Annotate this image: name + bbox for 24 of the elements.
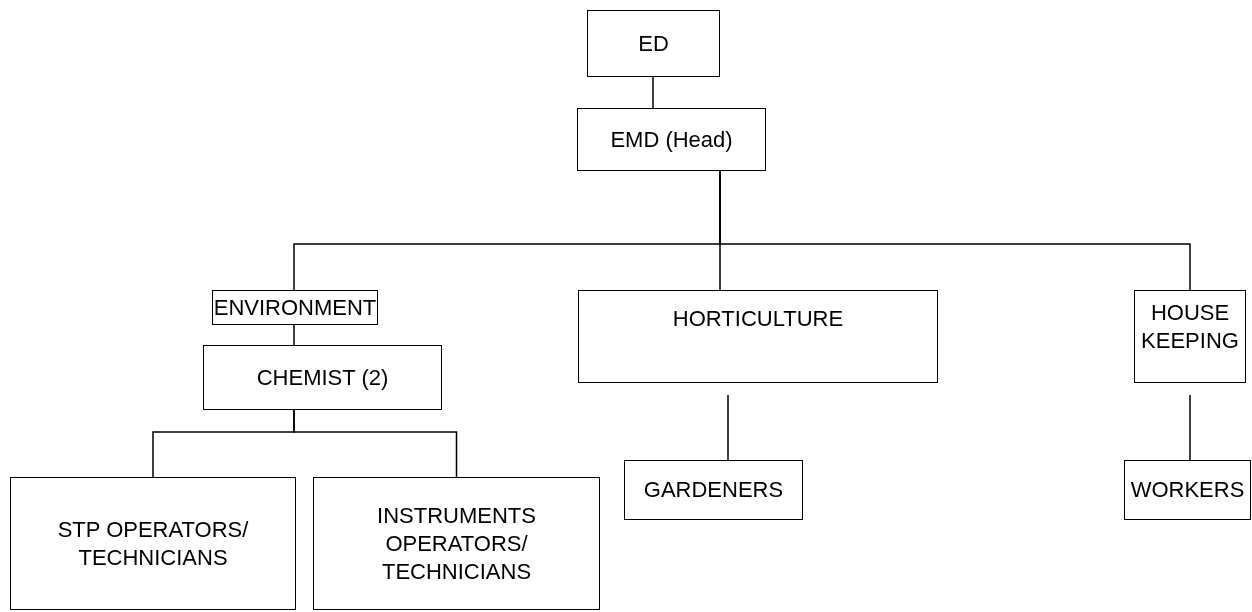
connector-line bbox=[293, 409, 458, 478]
role-label: HOUSE KEEPING bbox=[1140, 299, 1240, 355]
org-box bbox=[587, 10, 720, 77]
org-box bbox=[577, 108, 766, 171]
org-box bbox=[624, 460, 803, 520]
org-box bbox=[203, 345, 442, 410]
role-label: ENVIRONMENT bbox=[213, 293, 377, 322]
role-label: STP OPERATORS/ TECHNICIANS bbox=[56, 515, 250, 572]
connector-line bbox=[293, 324, 295, 346]
connector-line bbox=[652, 76, 654, 109]
org-box bbox=[578, 290, 938, 383]
role-label: WORKERS bbox=[1130, 476, 1245, 504]
role-label: INSTRUMENTS OPERATORS/ TECHNICIANS bbox=[376, 501, 537, 586]
connector-line bbox=[719, 170, 1191, 291]
role-label: HORTICULTURE bbox=[672, 305, 844, 333]
role-label: EMD (Head) bbox=[610, 125, 733, 154]
org-box bbox=[1124, 460, 1251, 520]
org-box bbox=[313, 477, 600, 610]
role-label: ED bbox=[638, 29, 669, 58]
role-label: CHEMIST (2) bbox=[256, 363, 389, 392]
connector-line bbox=[727, 394, 729, 461]
org-box bbox=[10, 477, 296, 610]
org-box bbox=[1134, 290, 1246, 383]
role-label: GARDENERS bbox=[643, 476, 784, 504]
